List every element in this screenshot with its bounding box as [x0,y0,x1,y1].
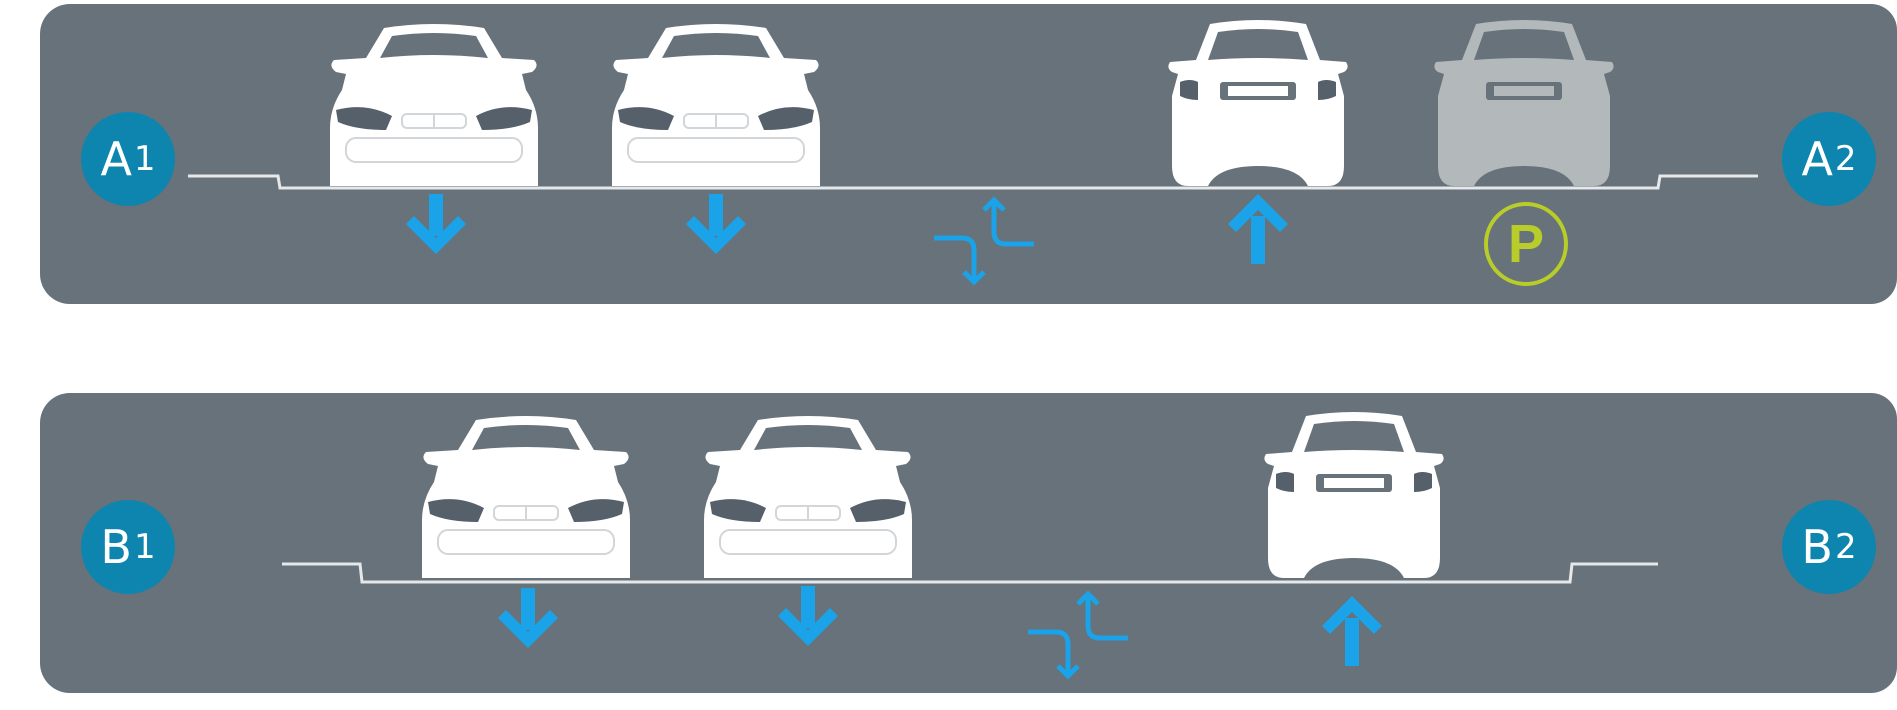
arrow-up-icon [1228,194,1288,264]
arrow-down-icon [406,194,466,254]
car-rear-icon [1264,412,1443,578]
turn-lane-icon [934,200,1034,282]
arrow-down-icon [778,586,838,646]
car-front-icon [612,24,820,186]
arrow-down-icon [686,194,746,254]
arrow-down-icon [498,588,558,648]
car-front-icon [704,416,912,578]
car-front-icon [422,416,630,578]
parking-label: P [1508,214,1544,274]
car-front-icon [330,24,538,186]
parking-icon: P [1486,204,1566,284]
arrow-up-icon [1322,596,1382,666]
car-rear-icon [1434,20,1613,186]
car-rear-icon [1168,20,1347,186]
turn-lane-icon [1028,594,1128,676]
